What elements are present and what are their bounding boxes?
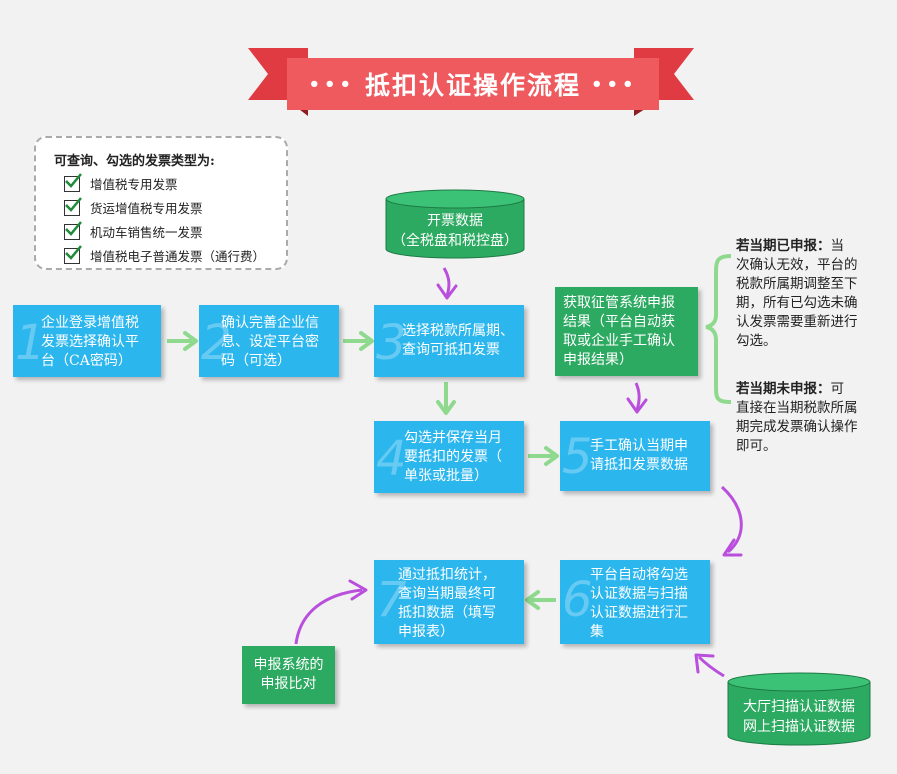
- step-text-line: 企业登录增值税: [41, 315, 139, 331]
- step-text-line: 平台自动将勾选: [590, 567, 688, 583]
- step-text-line: 认证数据与扫描: [590, 586, 688, 602]
- title-dots-left: •••: [308, 73, 355, 95]
- note-text: 期完成发票确认操作: [736, 419, 858, 435]
- step-number: 4: [376, 431, 407, 487]
- box-text-line: 结果（平台自动获: [563, 314, 675, 330]
- step-6-box: 6 平台自动将勾选 认证数据与扫描 认证数据进行汇 集: [560, 560, 710, 644]
- step-text-line: 集: [590, 624, 604, 640]
- arrow-invoice-to-3: [436, 267, 458, 300]
- legend-item-label: 货运增值税专用发票: [90, 201, 203, 216]
- legend-item: 货运增值税专用发票: [64, 196, 203, 217]
- note-heading: 若当期已申报：: [736, 238, 831, 254]
- step-text-line: 码（可选）: [221, 353, 291, 369]
- step-text-line: 查询当期最终可: [398, 586, 496, 602]
- title-ribbon: [248, 48, 694, 116]
- step-5-box: 5 手工确认当期申 请抵扣发票数据: [560, 421, 710, 491]
- step-number: 5: [562, 429, 593, 485]
- step-text-line: 台（CA密码）: [41, 353, 132, 369]
- arrow-result-to-5: [626, 382, 648, 414]
- step-number: 6: [562, 572, 593, 628]
- invoice-data-cylinder: 开票数据 （全税盘和税控盘）: [385, 189, 525, 259]
- note-text: 直接在当期税款所属: [736, 400, 858, 416]
- step-text-line: 认证数据进行汇: [590, 605, 688, 621]
- arrow-2-to-3: [343, 331, 374, 351]
- title-dots-right: •••: [591, 73, 638, 95]
- note-text: 税款所属期调整至下: [736, 276, 858, 292]
- step-number: 2: [201, 315, 232, 371]
- legend-title: 可查询、勾选的发票类型为:: [54, 154, 215, 169]
- step-text-line: 抵扣数据（填写: [398, 605, 496, 621]
- checkbox-checked-icon: [64, 244, 82, 264]
- step-text-line: 要抵扣的发票（: [404, 449, 502, 465]
- step-text-line: 申报表）: [398, 624, 454, 640]
- step-text-line: 勾选并保存当月: [404, 430, 502, 446]
- tax-result-box: 获取征管系统申报 结果（平台自动获 取或企业手工确认 申报结果）: [555, 287, 698, 376]
- page-title: ••• 抵扣认证操作流程 •••: [287, 58, 659, 110]
- step-2-box: 2 确认完善企业信 息、设定平台密 码（可选）: [199, 305, 339, 377]
- step-text-line: 查询可抵扣发票: [402, 342, 500, 358]
- checkbox-checked-icon: [64, 196, 82, 216]
- box-text-line: 申报比对: [260, 676, 317, 692]
- arrow-1-to-2: [167, 331, 198, 351]
- box-text-line: 获取征管系统申报: [563, 295, 675, 311]
- legend-item-label: 机动车销售统一发票: [90, 225, 203, 240]
- legend-item: 增值税电子普通发票（通行费）: [64, 244, 266, 265]
- note-text: 即可。: [736, 438, 777, 454]
- legend-item-label: 增值税电子普通发票（通行费）: [90, 249, 266, 264]
- cylinder-text-line: （全税盘和税控盘）: [392, 233, 518, 249]
- cylinder-text-line: 开票数据: [427, 213, 483, 229]
- box-text-line: 申报系统的: [253, 657, 324, 673]
- box-text-line: 取或企业手工确认: [563, 333, 675, 349]
- legend-item: 增值税专用发票: [64, 172, 178, 193]
- arrow-5-to-6: [720, 485, 743, 557]
- step-7-box: 7 通过抵扣统计， 查询当期最终可 抵扣数据（填写 申报表）: [374, 560, 524, 644]
- checkbox-checked-icon: [64, 172, 82, 192]
- step-text-line: 手工确认当期申: [590, 438, 688, 454]
- box-text-line: 申报结果）: [563, 352, 633, 368]
- note-text: 当: [830, 238, 845, 254]
- arrow-compare-to-7: [294, 579, 368, 645]
- note-text: 可: [830, 381, 845, 397]
- step-text-line: 发票选择确认平: [41, 334, 139, 350]
- step-text-line: 确认完善企业信: [221, 315, 319, 331]
- step-text-line: 单张或批量）: [404, 468, 488, 484]
- note-text: 次确认无效，平台的: [736, 257, 858, 273]
- title-text: 抵扣认证操作流程: [364, 71, 581, 100]
- step-text-line: 息、设定平台密: [221, 334, 319, 350]
- step-1-box: 1 企业登录增值税 发票选择确认平 台（CA密码）: [13, 305, 161, 377]
- step-text-line: 选择税款所属期、: [402, 323, 514, 339]
- note-text: 勾选。: [736, 333, 777, 349]
- brace-icon: [705, 254, 732, 404]
- step-number: 3: [376, 315, 407, 371]
- checkbox-checked-icon: [64, 220, 82, 240]
- arrow-scan-to-6: [694, 653, 725, 678]
- scan-data-cylinder: 大厅扫描认证数据 网上扫描认证数据: [727, 672, 871, 746]
- arrow-6-to-7: [525, 590, 556, 610]
- note-heading: 若当期未申报：: [736, 381, 831, 397]
- invoice-type-legend: 可查询、勾选的发票类型为: 增值税专用发票 货运增值税专用发票 机动车销售统一发…: [34, 136, 288, 270]
- arrow-3-to-4: [436, 382, 456, 415]
- note-declared: 若当期已申报：当 次确认无效，平台的 税款所属期调整至下 期，所有已勾选未确 认…: [736, 237, 886, 351]
- report-compare-box: 申报系统的 申报比对: [242, 646, 335, 704]
- step-number: 7: [376, 572, 407, 628]
- step-text-line: 通过抵扣统计，: [398, 567, 496, 583]
- step-number: 1: [15, 315, 46, 371]
- legend-item: 机动车销售统一发票: [64, 220, 203, 241]
- step-3-box: 3 选择税款所属期、 查询可抵扣发票: [374, 305, 524, 377]
- note-undeclared: 若当期未申报：可 直接在当期税款所属 期完成发票确认操作 即可。: [736, 380, 886, 456]
- arrow-4-to-5: [528, 446, 559, 466]
- note-text: 认发票需要重新进行: [736, 314, 858, 330]
- step-4-box: 4 勾选并保存当月 要抵扣的发票（ 单张或批量）: [374, 421, 524, 493]
- note-text: 期，所有已勾选未确: [736, 295, 858, 311]
- cylinder-text-line: 网上扫描认证数据: [743, 719, 855, 735]
- step-text-line: 请抵扣发票数据: [590, 457, 688, 473]
- legend-item-label: 增值税专用发票: [90, 177, 178, 192]
- cylinder-text-line: 大厅扫描认证数据: [743, 699, 855, 715]
